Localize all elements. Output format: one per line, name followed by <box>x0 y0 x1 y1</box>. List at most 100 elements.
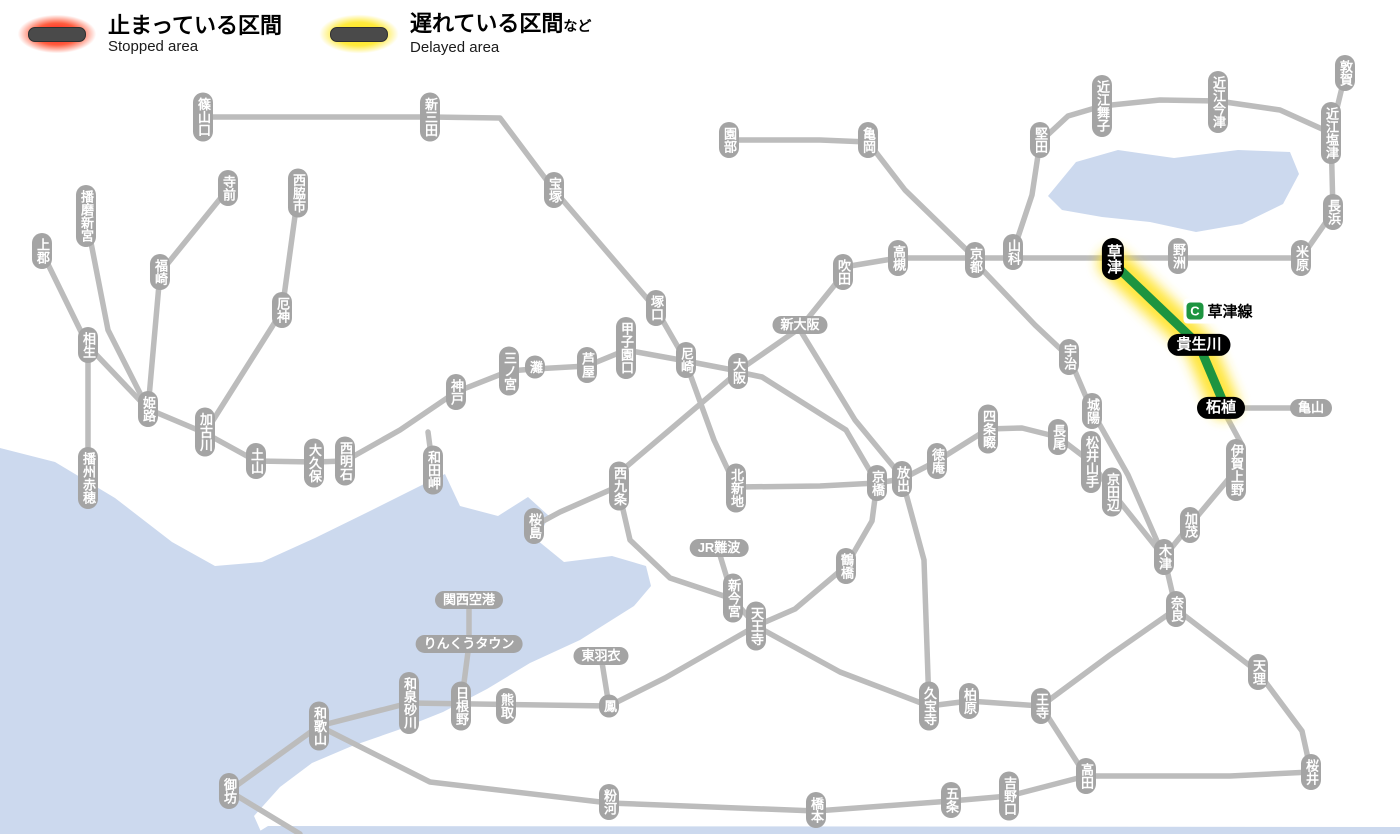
rail-line <box>683 360 880 490</box>
station-pill: 土山 <box>245 443 267 479</box>
station-pill: 姫路 <box>137 391 159 427</box>
station-pill: 甲子園口 <box>615 317 637 379</box>
rail-line <box>616 369 880 629</box>
legend: 止まっている区間 Stopped area 遅れている区間など Delayed … <box>4 8 591 60</box>
station-pill: 敦賀 <box>1334 55 1356 91</box>
legend-stopped-label: 止まっている区間 <box>108 12 283 38</box>
station-pill: 宇治 <box>1058 339 1080 375</box>
station-pill: 高槻 <box>887 240 909 276</box>
line-symbol-c-icon: C <box>1186 302 1204 320</box>
water-layer <box>0 150 1400 834</box>
station-pill: 久宝寺 <box>918 681 940 731</box>
rail-line <box>316 723 1089 814</box>
station-pill: 芦屋 <box>576 347 598 383</box>
station-pill: 天理 <box>1247 654 1269 690</box>
station-pill: 三ノ宮 <box>498 346 520 396</box>
station-pill: 山科 <box>1002 234 1024 270</box>
station-pill: 播州赤穂 <box>77 447 99 509</box>
station-pill: 高田 <box>1075 758 1097 794</box>
station-pill: 粉河 <box>598 784 620 820</box>
rail-line <box>735 255 1304 374</box>
legend-delayed-label: 遅れている区間など <box>410 11 592 36</box>
station-pill: 近江塩津 <box>1320 102 1342 164</box>
station-pill: 和田岬 <box>422 445 444 495</box>
station-pill: 天王寺 <box>745 601 767 651</box>
station-pill: 大阪 <box>727 353 749 389</box>
rail-line <box>145 186 231 412</box>
station-pill: 新大阪 <box>772 315 828 335</box>
station-pill: 長浜 <box>1322 194 1344 230</box>
station-pill: 篠山口 <box>192 92 214 142</box>
station-pill: 鳳 <box>598 694 620 718</box>
station-pill: 野洲 <box>1167 238 1189 274</box>
station-pill: 橋本 <box>805 792 827 828</box>
water-body <box>0 448 651 834</box>
station-pill: 奈良 <box>1165 591 1187 627</box>
legend-stopped: 止まっている区間 Stopped area <box>4 8 282 60</box>
station-pill: 加茂 <box>1179 507 1201 543</box>
station-pill: 西脇市 <box>287 168 309 218</box>
station-pill: 亀山 <box>1289 398 1333 418</box>
rail-line <box>726 137 978 261</box>
station-pill: 塚口 <box>645 290 667 326</box>
station-pill: 堅田 <box>1029 122 1051 158</box>
station-pill: 灘 <box>524 355 546 379</box>
station-pill: 相生 <box>77 327 99 363</box>
station-pill: 木津 <box>1153 539 1175 575</box>
rail-line <box>83 214 151 412</box>
rail-line <box>899 476 932 709</box>
station-pill: 京橋 <box>866 465 888 501</box>
legend-delayed-sublabel: Delayed area <box>410 39 500 56</box>
station-pill: 新三田 <box>419 92 441 142</box>
station-pill: 京都 <box>964 242 986 278</box>
station-pill: 米原 <box>1290 240 1312 276</box>
station-pill: 東羽衣 <box>573 646 629 666</box>
station-pill: 厄神 <box>271 292 293 328</box>
station-pill: 関西空港 <box>434 590 504 610</box>
station-pill: 城陽 <box>1081 393 1103 429</box>
station-pill: 熊取 <box>495 688 517 724</box>
station-pill: 西九条 <box>608 461 630 511</box>
station-pill: 和歌山 <box>308 701 330 751</box>
rail-line <box>972 259 1167 560</box>
station-pill: 加古川 <box>194 407 216 457</box>
station-pill: 園部 <box>718 122 740 158</box>
station-pill: 寺前 <box>217 170 239 206</box>
station-pill: 鶴橋 <box>835 548 857 584</box>
station-pill: 神戸 <box>445 374 467 410</box>
rail-line <box>1083 606 1314 779</box>
station-pill: 柏原 <box>958 683 980 719</box>
station-pill: 和泉砂川 <box>398 672 420 734</box>
legend-delayed: 遅れている区間など Delayed area <box>306 8 591 60</box>
station-pill: 亀岡 <box>857 122 879 158</box>
rail-line <box>753 623 1044 709</box>
kusatsu-line-badge: C 草津線 <box>1183 298 1259 324</box>
station-pill: 西明石 <box>334 436 356 486</box>
water-body <box>255 826 1400 834</box>
station-pill: 大久保 <box>303 438 325 488</box>
line-badge-label: 草津線 <box>1207 303 1253 321</box>
station-pill: 播磨新宮 <box>75 185 97 247</box>
station-pill: 福崎 <box>149 254 171 290</box>
delayed-line-swatch-icon <box>330 26 389 42</box>
station-pill: 北新地 <box>725 463 747 513</box>
station-pill: 御坊 <box>218 773 240 809</box>
delayed-glow-icon <box>306 8 413 60</box>
station-pill-highlight: 貴生川 <box>1167 333 1231 357</box>
station-pill: 近江今津 <box>1207 71 1229 133</box>
station-pill: 上郡 <box>31 233 53 269</box>
station-pill-highlight: 柘植 <box>1196 396 1246 420</box>
station-pill: 桜井 <box>1300 754 1322 790</box>
station-pill: 宝塚 <box>543 172 565 208</box>
water-body <box>1048 150 1299 232</box>
station-pill: 日根野 <box>450 681 472 731</box>
rail-line <box>797 327 905 480</box>
station-pill: 京田辺 <box>1101 467 1123 517</box>
stopped-line-swatch-icon <box>28 26 86 42</box>
station-pill: 尼崎 <box>675 342 697 378</box>
station-pill: 徳庵 <box>926 443 948 479</box>
station-pill: JR難波 <box>689 538 749 558</box>
station-pill: 四条畷 <box>977 404 999 454</box>
station-pill: 吹田 <box>832 254 854 290</box>
